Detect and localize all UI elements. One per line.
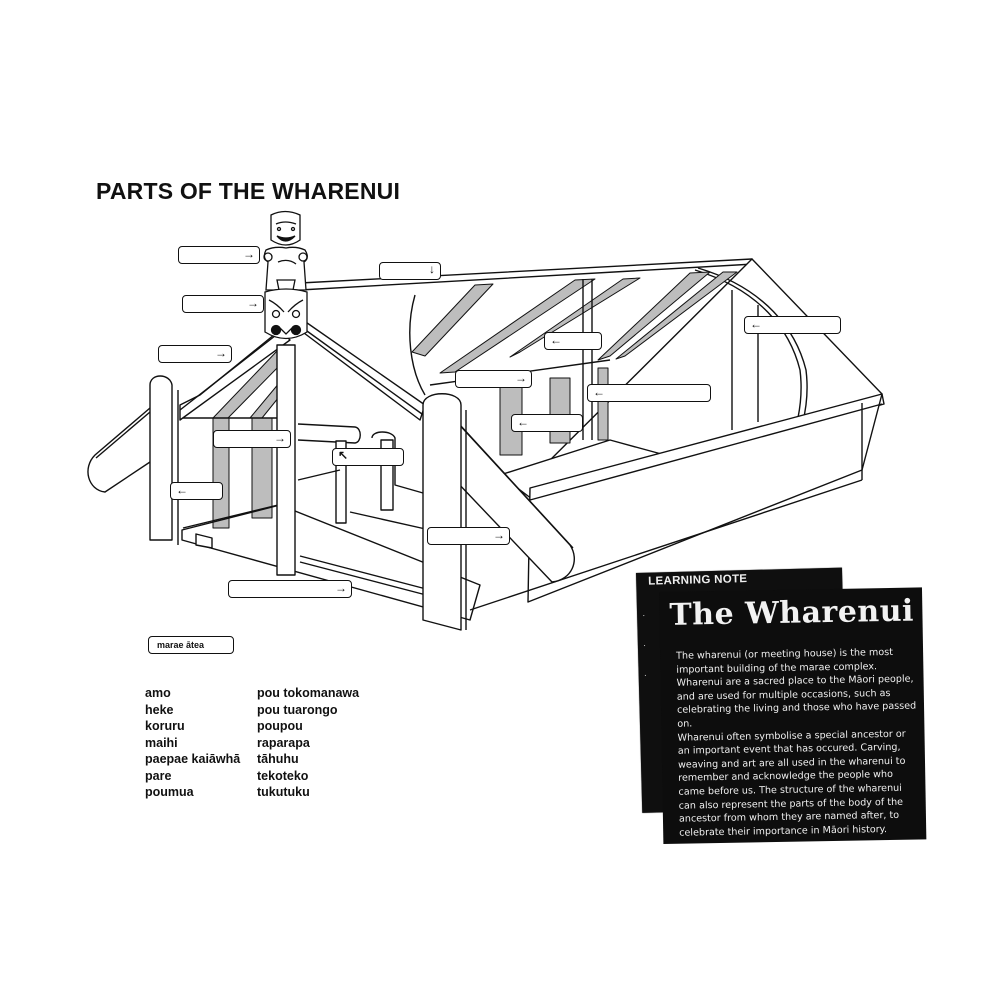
arrow-right-icon: →: [247, 296, 259, 310]
arrow-left-icon: ←: [550, 333, 562, 347]
label-box-pou-tuarongo[interactable]: ←: [744, 316, 841, 334]
label-box-tukutuku[interactable]: ←: [587, 384, 711, 402]
label-box-inner-wall[interactable]: →: [213, 430, 291, 448]
arrow-right-icon: →: [215, 346, 227, 360]
label-box-raparapa[interactable]: →: [427, 527, 510, 545]
arrow-right-icon: →: [335, 581, 347, 595]
label-box-koruru[interactable]: →: [182, 295, 264, 313]
booklet-paragraph-1: The wharenui (or meeting house) is the m…: [676, 646, 917, 730]
word-bank-column-2: pou tokomanawa pou tuarongo poupou rapar…: [257, 685, 397, 801]
learning-notes-heading: LEARNING NOTE: [648, 573, 748, 588]
word-bank-item: paepae kaiāwhā: [145, 752, 241, 766]
arrow-left-icon: ←: [593, 385, 605, 399]
word-bank-item: pare: [145, 768, 172, 783]
word-bank-column-1: amo heke koruru maihi paepae kaiāwhā par…: [145, 685, 257, 801]
label-box-heke[interactable]: ←: [544, 332, 602, 350]
word-bank-item: heke: [145, 702, 174, 717]
booklet-body: The wharenui (or meeting house) is the m…: [676, 645, 921, 840]
the-wharenui-booklet: The Wharenui The wharenui (or meeting ho…: [659, 587, 927, 844]
word-bank-item: tekoteko: [257, 768, 309, 783]
tekoteko-carving: [263, 210, 308, 340]
word-bank-item: tukutuku: [257, 785, 310, 799]
bullet-icon: •: [643, 642, 646, 648]
word-bank-item: amo: [145, 686, 171, 700]
word-bank-item: pou tokomanawa: [257, 686, 360, 700]
label-box-tahuhu[interactable]: ↓: [379, 262, 441, 280]
label-box-pare[interactable]: →: [228, 580, 352, 598]
arrow-right-icon: →: [515, 371, 527, 385]
worksheet-title: PARTS OF THE WHARENUI: [96, 178, 401, 204]
label-box-amo[interactable]: ←: [170, 482, 223, 500]
arrow-left-icon: ←: [517, 415, 529, 429]
booklet-paragraph-2: Wharenui often symbolise a special ances…: [677, 728, 906, 839]
word-bank-item: poumua: [145, 785, 194, 799]
word-bank-item: koruru: [145, 719, 185, 733]
label-box-paepae-kaiawha[interactable]: ↖: [332, 448, 404, 466]
word-bank-item: tāhuhu: [257, 752, 299, 766]
bullet-icon: •: [643, 612, 645, 618]
arrow-left-icon: ←: [750, 317, 762, 331]
word-bank-item: poupou: [257, 719, 303, 733]
booklet-title: The Wharenui: [669, 593, 915, 633]
label-box-maihi[interactable]: →: [158, 345, 232, 363]
word-bank-item: pou tuarongo: [257, 702, 338, 717]
arrow-down-icon: ↓: [429, 262, 435, 276]
bullet-icon: •: [644, 672, 647, 678]
arrow-right-icon: →: [274, 431, 286, 445]
word-bank: amo heke koruru maihi paepae kaiāwhā par…: [145, 685, 397, 801]
arrow-upleft-icon: ↖: [338, 448, 349, 462]
arrow-right-icon: →: [243, 247, 255, 261]
arrow-left-icon: ←: [176, 483, 188, 497]
label-box-pou-tokomanawa[interactable]: ←: [511, 414, 583, 432]
arrow-right-icon: →: [493, 528, 505, 542]
word-bank-item: raparapa: [257, 735, 310, 750]
marae-atea-label: marae ātea: [148, 636, 234, 654]
word-bank-item: maihi: [145, 735, 178, 750]
label-box-poupou[interactable]: →: [455, 370, 532, 388]
label-box-tekoteko[interactable]: →: [178, 246, 260, 264]
marae-atea-text: marae ātea: [157, 640, 205, 650]
